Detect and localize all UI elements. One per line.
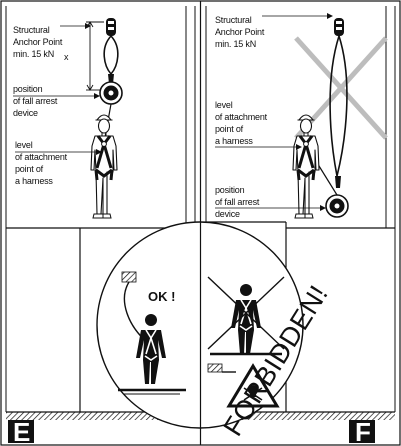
anchor-block-ok bbox=[121, 271, 137, 283]
device-label-f-2: of fall arrest bbox=[215, 197, 260, 207]
anchor-label-f-3: min. 15 kN bbox=[215, 39, 256, 49]
ground-f bbox=[203, 412, 395, 420]
anchor-label-e-3: min. 15 kN bbox=[13, 49, 54, 59]
badge-f bbox=[349, 420, 375, 443]
comparison-circle: OK ! bbox=[96, 221, 304, 429]
lanyard-e bbox=[103, 35, 119, 76]
badge-e-letter: E bbox=[13, 417, 30, 446]
device-label-f-1: position bbox=[215, 185, 245, 195]
device-label-f-3: device bbox=[215, 209, 240, 219]
anchor-block-forbidden bbox=[207, 363, 223, 373]
fall-arrest-device-icon-e bbox=[99, 81, 123, 105]
lanyard-f bbox=[329, 35, 348, 177]
ok-label: OK ! bbox=[148, 289, 175, 304]
worker-figure-e bbox=[89, 113, 119, 220]
harness-label-e-2: of attachment bbox=[15, 152, 68, 162]
anchor-label-e-2: Anchor Point bbox=[13, 37, 63, 47]
fall-arrest-device-icon-f bbox=[325, 194, 349, 218]
anchor-label-f-2: Anchor Point bbox=[215, 27, 265, 37]
worker-figure-f bbox=[291, 113, 321, 220]
harness-label-f-2: of attachment bbox=[215, 112, 268, 122]
ground-e bbox=[6, 412, 198, 420]
device-label-e-3: device bbox=[13, 108, 38, 118]
panel-e: Structural Anchor Point min. 15 kN x pos… bbox=[5, 6, 198, 446]
distance-x-label: x bbox=[64, 52, 69, 62]
harness-label-e-3: point of bbox=[15, 164, 44, 174]
harness-label-e-4: a harness bbox=[15, 176, 53, 186]
device-label-e-1: position bbox=[13, 84, 43, 94]
anchor-label-e-1: Structural bbox=[13, 25, 50, 35]
danger-skull-icon bbox=[226, 363, 280, 408]
anchor-label-f-1: Structural bbox=[215, 15, 252, 25]
badge-e bbox=[8, 420, 34, 443]
anchor-point-icon bbox=[106, 18, 116, 36]
harness-label-f-3: point of bbox=[215, 124, 244, 134]
harness-label-f-1: level bbox=[215, 100, 233, 110]
harness-label-f-4: a harness bbox=[215, 136, 253, 146]
harness-label-e-1: level bbox=[15, 140, 33, 150]
badge-f-letter: F bbox=[355, 417, 371, 446]
forbidden-x-icon bbox=[207, 276, 285, 350]
forbidden-cross-icon bbox=[294, 36, 388, 140]
device-label-e-2: of fall arrest bbox=[13, 96, 58, 106]
